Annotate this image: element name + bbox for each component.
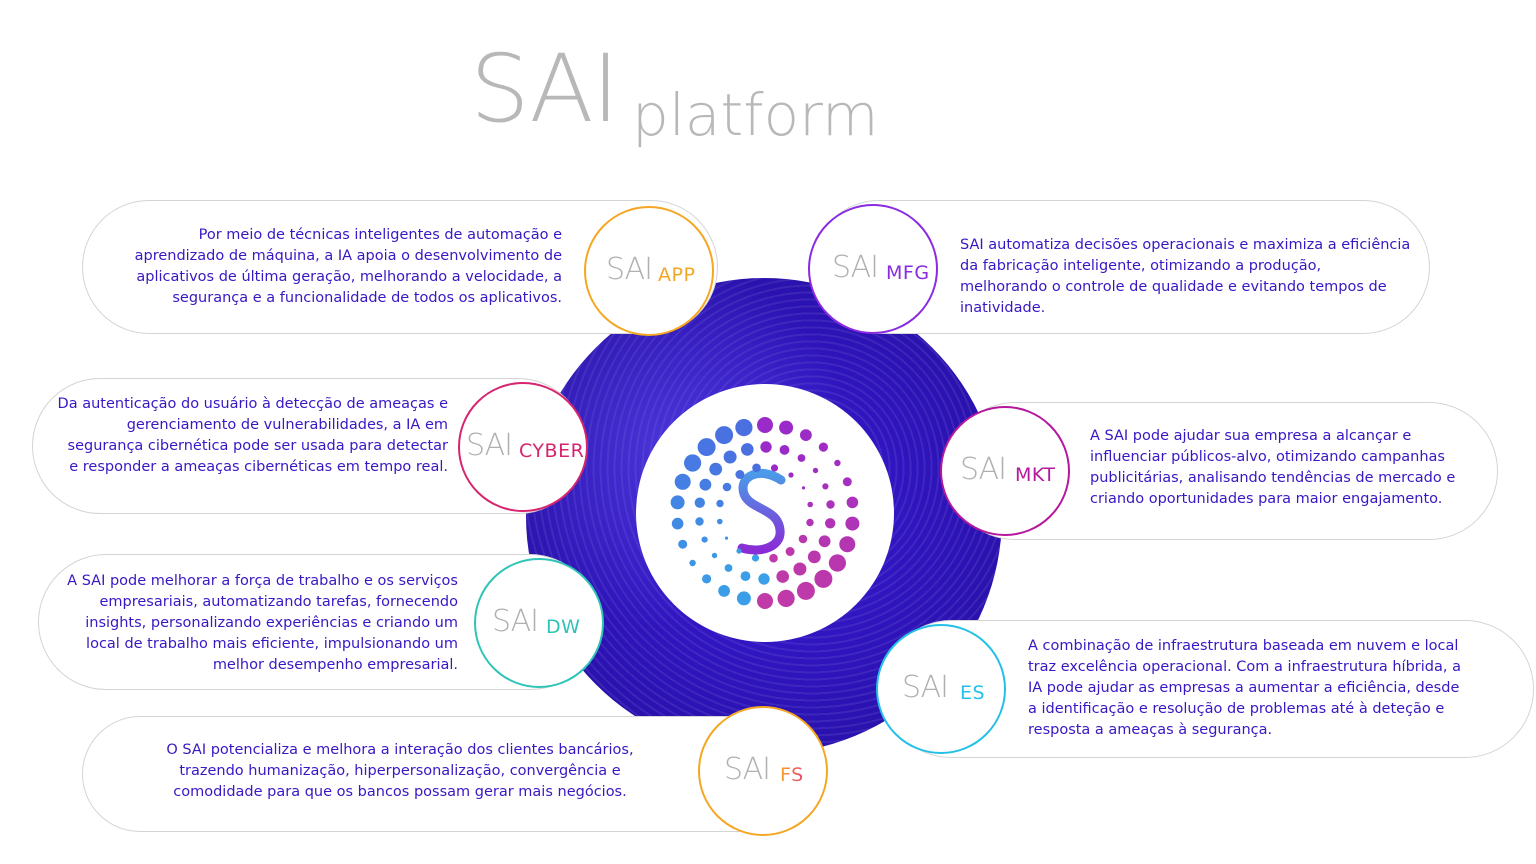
logo-dot xyxy=(798,534,808,544)
badge-suffix: FS xyxy=(780,764,804,786)
badge-brand: SAI xyxy=(466,428,513,463)
logo-dot xyxy=(842,477,852,487)
logo-dot xyxy=(735,470,745,479)
sai-s-logo-icon xyxy=(670,417,860,609)
logo-dot xyxy=(800,429,812,441)
logo-dot xyxy=(779,445,790,455)
logo-dot xyxy=(735,419,753,437)
logo-dot xyxy=(741,443,754,456)
logo-dot xyxy=(716,499,724,508)
logo-dot xyxy=(736,548,742,554)
logo-dot xyxy=(678,539,688,549)
badge-sai-cyber: SAI CYBER xyxy=(458,382,588,512)
badge-sai-mfg: SAI MFG xyxy=(808,204,938,334)
badge-sai-app: SAI APP xyxy=(584,206,714,336)
logo-dot xyxy=(796,581,815,600)
badge-sai-fs: SAI FS xyxy=(698,706,828,836)
logo-dot xyxy=(801,486,806,490)
badge-suffix: MKT xyxy=(1015,464,1056,486)
logo-dot xyxy=(702,574,712,584)
logo-dot xyxy=(689,559,696,567)
badge-suffix: APP xyxy=(658,264,696,286)
logo-dot xyxy=(779,420,794,435)
logo-dot xyxy=(770,464,779,472)
logo-dot xyxy=(724,564,733,572)
logo-dot xyxy=(724,536,729,540)
logo-dot xyxy=(715,426,734,445)
logo-dot xyxy=(818,442,828,452)
logo-dot xyxy=(697,438,716,457)
logo-dot xyxy=(828,554,846,572)
logo-dot xyxy=(814,569,833,588)
logo-dot xyxy=(788,472,794,478)
text-mkt: A SAI pode ajudar sua empresa a alcançar… xyxy=(1090,428,1456,507)
text-mfg: SAI automatiza decisões operacionais e m… xyxy=(960,237,1411,316)
logo-dot xyxy=(812,467,819,474)
logo-dot xyxy=(752,463,761,473)
logo-dot xyxy=(793,562,807,576)
logo-dot xyxy=(785,547,795,556)
badge-brand: SAI xyxy=(724,752,771,787)
logo-dot xyxy=(769,553,778,563)
logo-dot xyxy=(758,573,770,585)
logo-dot xyxy=(807,501,813,508)
badge-brand: SAI xyxy=(902,670,949,705)
logo-dot xyxy=(825,518,836,529)
badge-brand: SAI xyxy=(832,250,879,285)
logo-dot xyxy=(699,478,712,491)
logo-dot xyxy=(722,482,732,492)
badge-brand: SAI xyxy=(960,452,1007,487)
logo-dot xyxy=(701,536,708,543)
logo-dot xyxy=(807,550,821,564)
badge-suffix: MFG xyxy=(886,262,930,284)
title-platform: platform xyxy=(632,81,879,149)
badge-suffix: DW xyxy=(546,616,581,638)
logo-dot xyxy=(757,593,773,609)
badge-sai-es: SAI ES xyxy=(876,624,1006,754)
title-sai: SAI xyxy=(470,35,619,144)
logo-dot xyxy=(845,516,860,531)
platform-title: SAI platform xyxy=(470,40,1070,160)
logo-dot xyxy=(717,518,723,525)
logo-dot xyxy=(684,454,702,472)
text-fs: O SAI potencializa e melhora a interação… xyxy=(166,742,634,800)
logo-dot xyxy=(776,570,789,583)
logo-dot xyxy=(797,454,806,462)
logo-dot xyxy=(718,585,730,597)
logo-dot xyxy=(670,495,685,510)
logo-dot xyxy=(826,500,835,509)
logo-dot xyxy=(818,535,831,548)
badge-sai-dw: SAI DW xyxy=(474,558,604,688)
logo-dot xyxy=(777,589,795,607)
logo-dot xyxy=(711,552,718,559)
logo-dot xyxy=(839,536,856,553)
logo-dot xyxy=(806,518,814,527)
logo-dot xyxy=(736,591,751,606)
logo-dot xyxy=(671,517,684,530)
logo-dot xyxy=(834,459,841,467)
text-cyber: Da autenticação do usuário à detecção de… xyxy=(57,396,448,475)
text-dw: A SAI pode melhorar a força de trabalho … xyxy=(67,573,458,673)
logo-dot xyxy=(674,473,691,490)
text-es: A combinação de infraestrutura baseada e… xyxy=(1028,638,1461,738)
badge-suffix: CYBER xyxy=(519,440,585,462)
logo-dot xyxy=(822,483,829,490)
logo-dot xyxy=(751,554,760,562)
sai-logo-hub xyxy=(636,384,894,642)
logo-dot xyxy=(740,571,751,581)
text-app: Por meio de técnicas inteligentes de aut… xyxy=(134,227,562,306)
logo-dot xyxy=(846,496,859,509)
badge-sai-mkt: SAI MKT xyxy=(940,406,1070,536)
logo-dot xyxy=(757,417,773,433)
badge-brand: SAI xyxy=(606,252,653,287)
logo-dot xyxy=(695,517,704,526)
badge-suffix: ES xyxy=(960,682,986,704)
logo-dot xyxy=(709,462,723,476)
logo-dot xyxy=(760,441,772,453)
logo-dot xyxy=(723,450,737,464)
logo-dot xyxy=(694,497,705,508)
badge-brand: SAI xyxy=(492,604,539,639)
